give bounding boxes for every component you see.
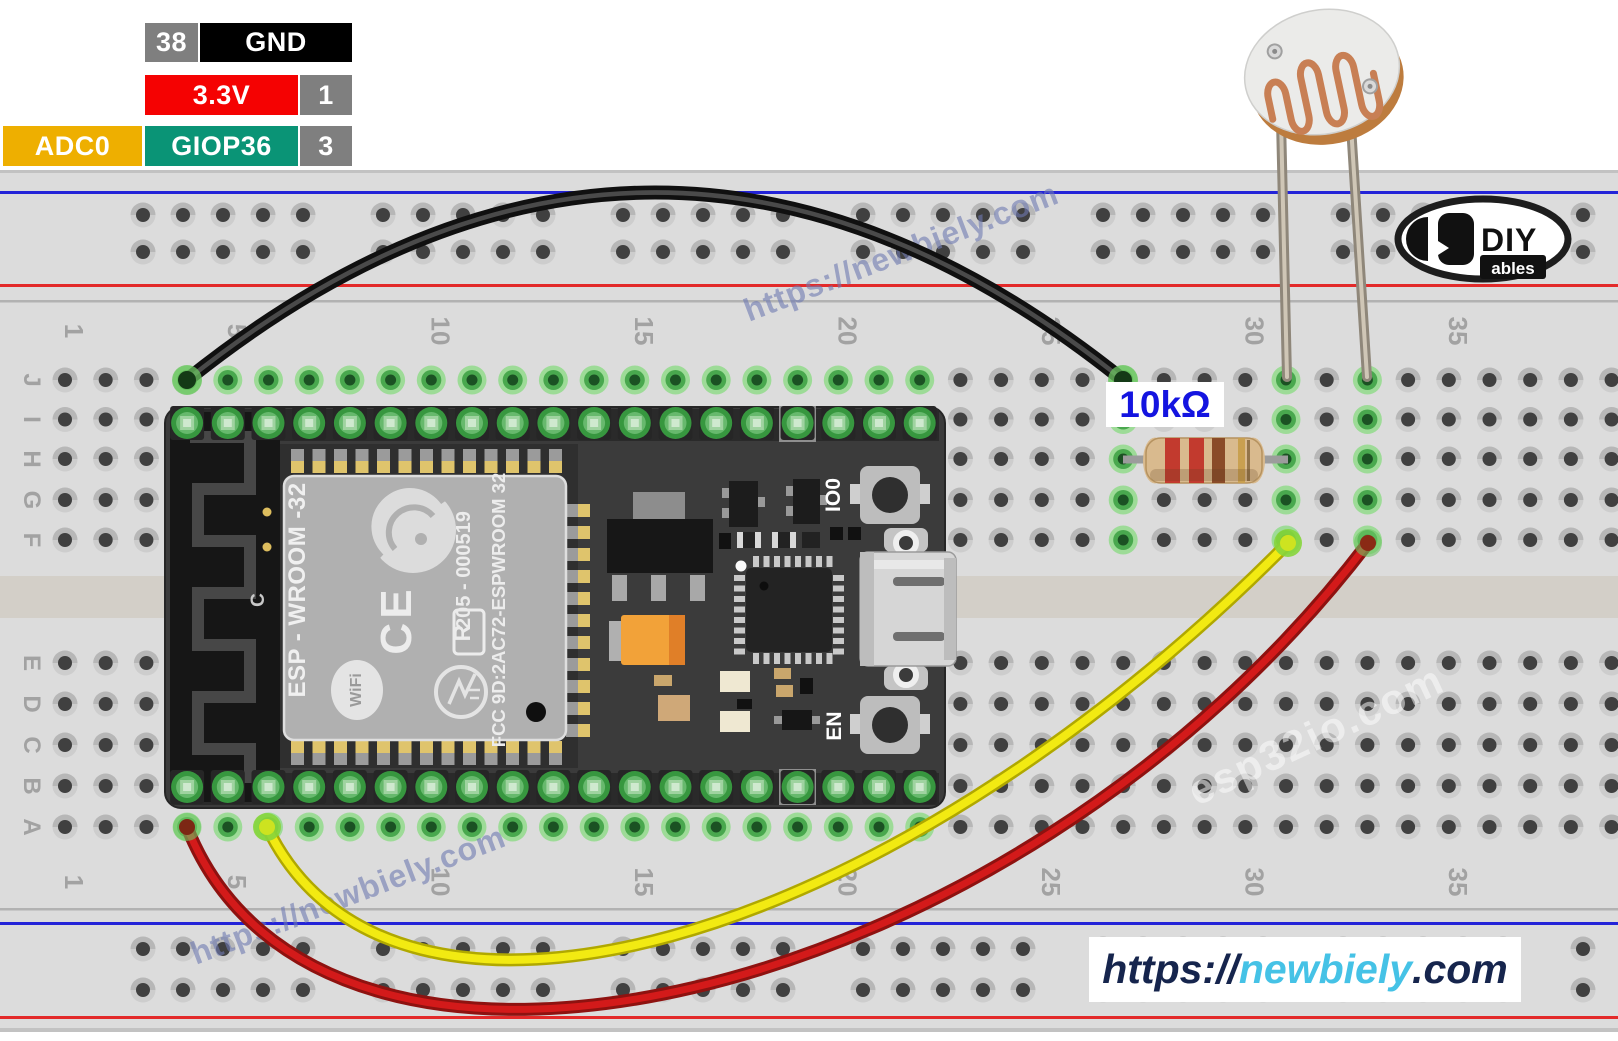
svg-text:C: C bbox=[18, 736, 45, 753]
wires bbox=[180, 185, 1375, 1016]
svg-text:20: 20 bbox=[832, 317, 862, 346]
rail-red-bottom bbox=[0, 1016, 1618, 1019]
svg-text:15: 15 bbox=[629, 868, 659, 897]
svg-text:1: 1 bbox=[59, 324, 89, 338]
svg-text:A: A bbox=[18, 818, 45, 835]
svg-text:15: 15 bbox=[629, 317, 659, 346]
svg-text:I: I bbox=[18, 416, 45, 423]
led-2 bbox=[720, 711, 750, 732]
svg-text:E: E bbox=[18, 655, 45, 671]
svg-text:10: 10 bbox=[425, 317, 455, 346]
svg-text:1: 1 bbox=[59, 875, 89, 889]
svg-text:10: 10 bbox=[425, 868, 455, 897]
svg-text:WiFi: WiFi bbox=[348, 673, 365, 707]
url-prefix: https:// bbox=[1102, 946, 1239, 992]
url-suffix: .com bbox=[1412, 946, 1508, 992]
resistor-value-label: 10kΩ bbox=[1106, 382, 1224, 427]
band-red-2 bbox=[1189, 438, 1204, 483]
module-pads bbox=[291, 449, 590, 765]
url-brand: newbiely bbox=[1238, 946, 1413, 992]
esp32-board: C ESP - WROOM -32 CE 205 - 000519 R FCC … bbox=[164, 406, 957, 809]
svg-text:30: 30 bbox=[1239, 317, 1269, 346]
rail-red-top bbox=[0, 284, 1618, 287]
svg-text:35: 35 bbox=[1443, 317, 1473, 346]
svg-text:B: B bbox=[18, 777, 45, 794]
svg-text:F: F bbox=[18, 533, 45, 548]
svg-text:G: G bbox=[18, 491, 45, 510]
wifi-badge-icon: WiFi bbox=[331, 660, 383, 720]
ldr-serpentine-trace bbox=[1264, 51, 1384, 135]
diyables-logo: DIY ables bbox=[1394, 195, 1572, 283]
band-brown bbox=[1212, 438, 1225, 483]
voltage-regulator bbox=[607, 519, 713, 573]
cert-mark-icon bbox=[434, 665, 488, 719]
svg-text:25: 25 bbox=[1036, 868, 1066, 897]
site-url-banner: https://newbiely.com bbox=[1089, 937, 1521, 1002]
svg-text:5: 5 bbox=[222, 875, 252, 889]
legend-adc0: ADC0 bbox=[3, 126, 142, 166]
svg-text:30: 30 bbox=[1239, 868, 1269, 897]
logo-subtitle: ables bbox=[1491, 259, 1534, 278]
resistor-10k bbox=[1123, 437, 1288, 484]
micro-usb-connector bbox=[859, 528, 957, 690]
legend-pin-3: 3 bbox=[300, 126, 352, 166]
r-mark: R bbox=[449, 624, 475, 641]
band-red-1 bbox=[1165, 438, 1180, 483]
ce-mark: CE bbox=[372, 585, 421, 654]
module-name: ESP - WROOM -32 bbox=[284, 482, 311, 697]
chip-pins bbox=[734, 556, 844, 664]
legend-pin-1: 1 bbox=[300, 75, 352, 115]
rail-blue-bottom bbox=[0, 922, 1618, 925]
io0-label: IO0 bbox=[822, 478, 845, 512]
svg-text:D: D bbox=[18, 695, 45, 712]
legend-pin-38: 38 bbox=[145, 23, 198, 62]
transistor-2 bbox=[793, 479, 820, 524]
fcc-id: FCC 9D:2AC72-ESPWROOM 32 bbox=[488, 473, 509, 747]
rail-blue-top bbox=[0, 191, 1618, 194]
band-gold bbox=[1238, 438, 1245, 483]
logo-title: DIY bbox=[1481, 222, 1537, 258]
antenna-label: C bbox=[248, 593, 269, 607]
usb-uart-chip bbox=[746, 568, 832, 652]
module-serial: 205 - 000519 bbox=[453, 511, 475, 629]
button-io0: IO0 bbox=[822, 466, 930, 524]
logo-halfdisc-icon bbox=[1406, 217, 1428, 261]
espressif-logo-icon bbox=[364, 481, 456, 573]
wire-end-caps bbox=[172, 365, 1382, 841]
legend-giop36: GIOP36 bbox=[145, 126, 298, 166]
esp32-header-pins bbox=[170, 406, 937, 804]
led-1 bbox=[720, 671, 750, 692]
transistor-1 bbox=[729, 481, 758, 527]
button-en: EN bbox=[823, 696, 930, 754]
legend-3v3: 3.3V bbox=[145, 75, 298, 115]
svg-text:35: 35 bbox=[1443, 868, 1473, 897]
legend-gnd: GND bbox=[200, 23, 352, 62]
photoresistor bbox=[1243, 8, 1404, 382]
regulator-tab bbox=[633, 492, 685, 522]
svg-text:H: H bbox=[18, 450, 45, 467]
en-label: EN bbox=[823, 711, 846, 740]
antenna-zone: C bbox=[170, 412, 280, 802]
svg-text:J: J bbox=[18, 373, 45, 386]
